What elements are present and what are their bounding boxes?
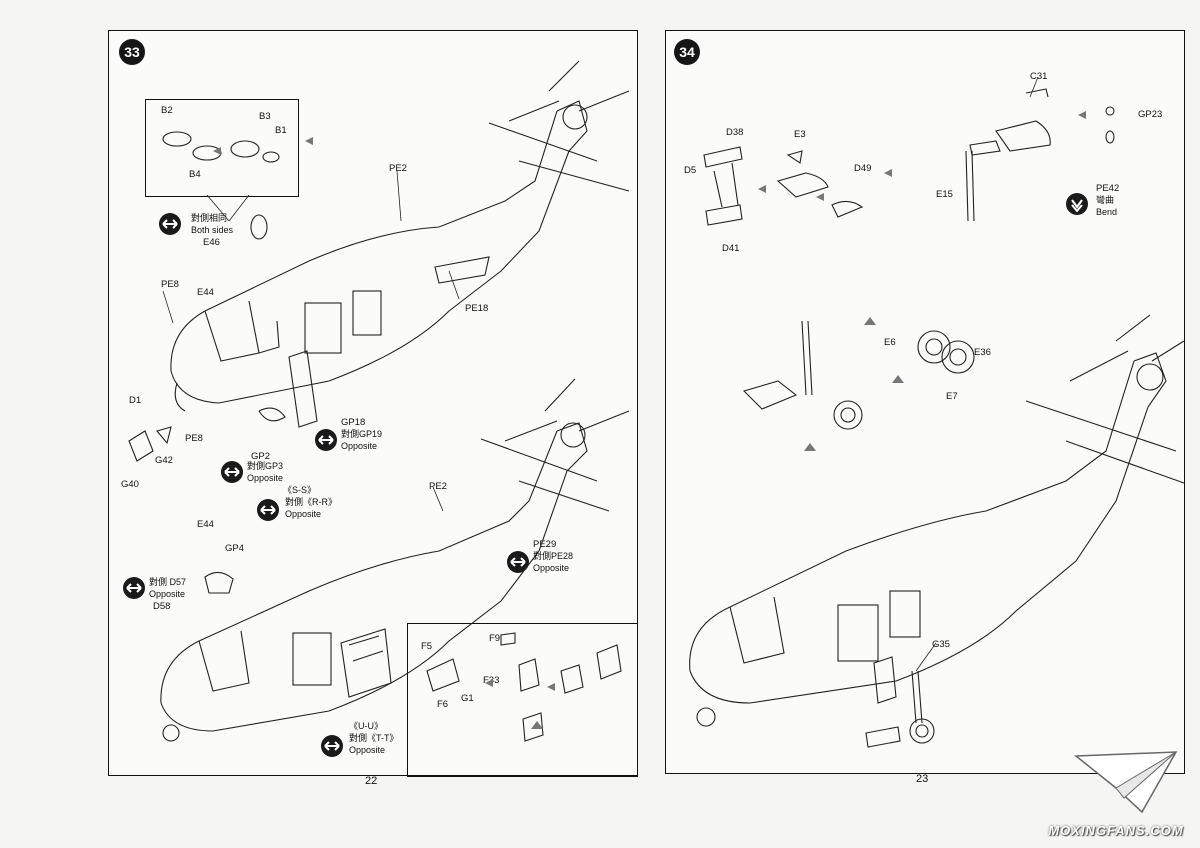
note-bend-cn: 彎曲 xyxy=(1096,195,1115,205)
part-label: PE8 xyxy=(185,433,203,444)
part-label: E36 xyxy=(974,347,991,358)
part-label: GP23 xyxy=(1138,109,1163,120)
part-label: F6 xyxy=(437,699,449,710)
page-number: 23 xyxy=(916,773,929,785)
watermark-text: MOXINGFANS.COM xyxy=(1048,823,1184,838)
part-label: B4 xyxy=(189,169,201,180)
part-label: E3 xyxy=(794,129,806,140)
page-number: 22 xyxy=(365,775,378,787)
double-arrow-icon xyxy=(159,213,181,235)
double-arrow-icon xyxy=(221,461,243,483)
moxingfans-logo: MOXINGFANS.COM xyxy=(1046,748,1186,838)
part-label: F5 xyxy=(421,641,433,652)
part-label: B3 xyxy=(259,111,271,122)
part-label: D58 xyxy=(153,601,171,612)
note-gp3-cn: 對側GP3 xyxy=(247,461,284,471)
double-arrow-icon xyxy=(315,429,337,451)
part-label: PE29 xyxy=(533,539,557,550)
part-label: D1 xyxy=(129,395,142,406)
part-label: E44 xyxy=(197,287,214,298)
double-arrow-icon xyxy=(257,499,279,521)
instruction-page-left: 33 B2 B3 B1 B4 對側相同 Both sides E46 PE2 P… xyxy=(108,30,638,787)
step-number-33: 33 xyxy=(119,39,145,65)
part-label: D38 xyxy=(726,127,744,138)
note-ss-cn: 對側《R-R》 xyxy=(285,497,337,507)
part-label: GP18 xyxy=(341,417,366,428)
step-number-34: 34 xyxy=(674,39,700,65)
helicopter-drawing-left xyxy=(128,60,630,742)
instruction-page-right: 34 D38 E3 D5 D49 D41 C31 GP23 E15 PE42 彎… xyxy=(665,30,1185,785)
note-d57-cn: 對側 D57 xyxy=(149,577,187,587)
double-arrow-icon xyxy=(507,551,529,573)
detail-inset-box xyxy=(407,623,638,777)
part-label: E6 xyxy=(884,337,896,348)
part-label: G42 xyxy=(155,455,173,466)
double-arrow-icon xyxy=(321,735,343,757)
note-uu-cn: 對側《T-T》 xyxy=(349,733,399,743)
note-ss-en: Opposite xyxy=(285,509,322,519)
part-label: E46 xyxy=(203,237,220,248)
part-label: PE8 xyxy=(161,279,179,290)
part-label: PE2 xyxy=(429,481,447,492)
double-arrow-icon xyxy=(123,577,145,599)
part-label: B1 xyxy=(275,125,287,136)
note-uu-top: 《U-U》 xyxy=(349,721,383,731)
note-both-sides-en: Both sides xyxy=(191,225,234,235)
part-label: D41 xyxy=(722,243,740,254)
part-label: D49 xyxy=(854,163,872,174)
part-label: PE18 xyxy=(465,303,489,314)
note-ss-top: 《S-S》 xyxy=(283,485,317,495)
note-uu-en: Opposite xyxy=(349,745,386,755)
note-bend-en: Bend xyxy=(1096,207,1118,217)
part-label: F9 xyxy=(489,633,501,644)
note-gp19-cn: 對側GP19 xyxy=(341,429,383,439)
note-pe28-en: Opposite xyxy=(533,563,570,573)
part-label: G40 xyxy=(121,479,139,490)
bend-icon xyxy=(1066,193,1088,215)
part-label: GP4 xyxy=(225,543,245,554)
paper-plane-icon xyxy=(1073,751,1178,814)
note-pe28-cn: 對側PE28 xyxy=(533,551,574,561)
part-label: E15 xyxy=(936,189,953,200)
note-gp3-en: Opposite xyxy=(247,473,284,483)
part-label: E44 xyxy=(197,519,214,530)
note-gp19-en: Opposite xyxy=(341,441,378,451)
part-label: PE42 xyxy=(1096,183,1120,194)
part-label: E7 xyxy=(946,391,958,402)
note-d57-en: Opposite xyxy=(149,589,186,599)
part-label: B2 xyxy=(161,105,173,116)
part-label: C31 xyxy=(1030,71,1048,82)
part-label: D5 xyxy=(684,165,697,176)
note-both-sides-cn: 對側相同 xyxy=(191,213,228,223)
helicopter-drawing-right xyxy=(689,76,1185,748)
detail-inset-box xyxy=(145,99,299,197)
part-label: GP2 xyxy=(251,451,271,462)
part-label: G1 xyxy=(461,693,474,704)
part-label: G35 xyxy=(932,639,950,650)
part-label: PE2 xyxy=(389,163,407,174)
